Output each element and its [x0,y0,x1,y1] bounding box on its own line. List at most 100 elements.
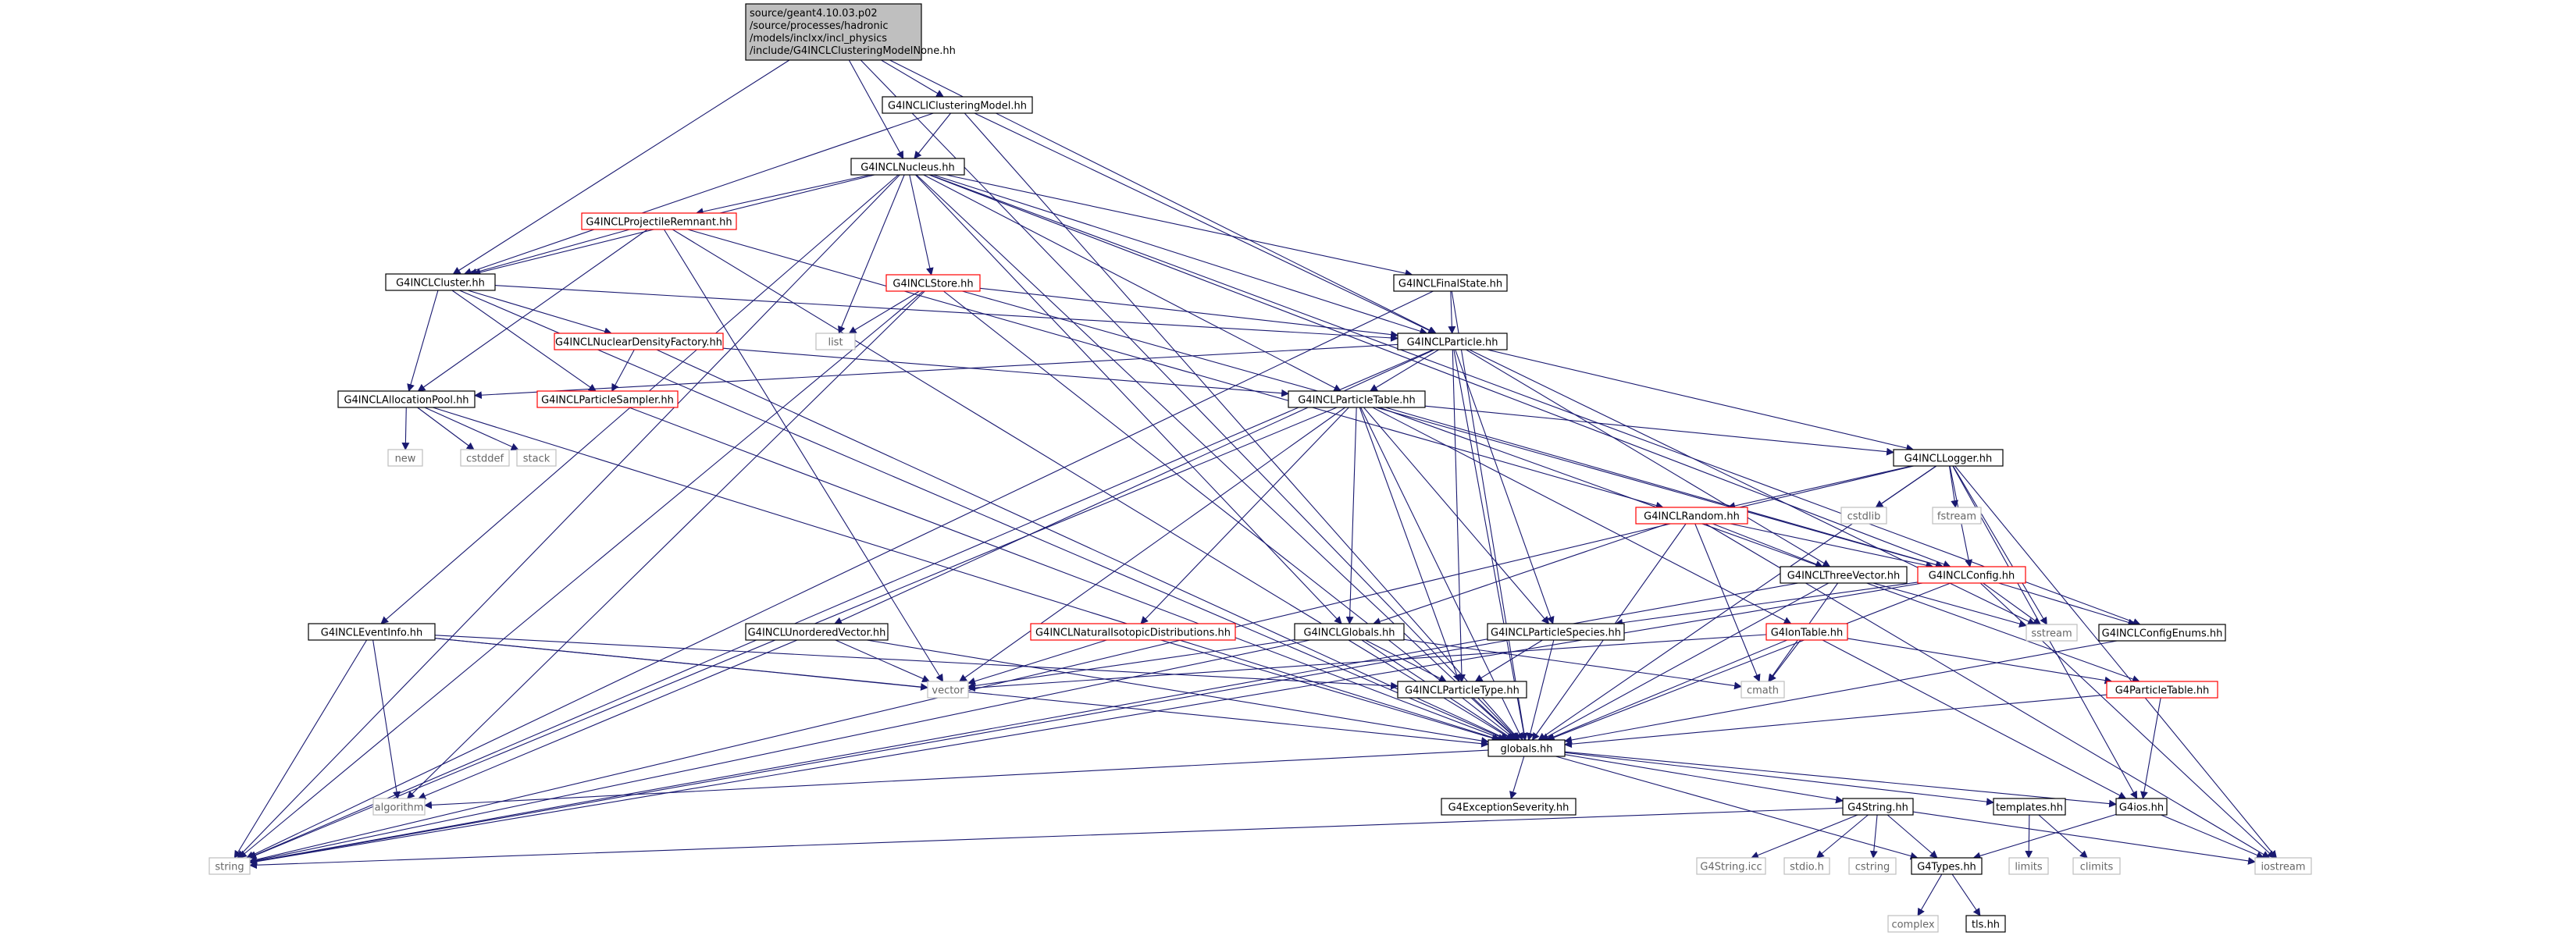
node-box [1917,566,2026,584]
node-box [927,681,969,699]
edge-nucleus-to-particle [933,174,1428,335]
edge-particleTable-to-naturalIsotopic [1140,407,1349,624]
node-particleTable[interactable]: G4INCLParticleTable.hh [1288,390,1426,408]
node-label: cmath [1747,685,1779,697]
node-label: G4INCLConfigEnums.hh [2102,628,2223,640]
node-label: G4INCLParticleType.hh [1405,685,1520,697]
edge-globals-to-templates [1564,752,1994,806]
edge-logger-to-fstream [1949,465,1959,508]
edge-cluster-to-particle [494,285,1398,342]
node-label: G4INCLFinalState.hh [1398,279,1502,290]
node-threeVector[interactable]: G4INCLThreeVector.hh [1780,566,1908,584]
node-box [2254,857,2312,875]
node-label: G4INCLRandom.hh [1644,511,1740,523]
node-label: vector [932,685,964,697]
node-sstream: sstream [2026,624,2078,642]
node-box [1842,798,1914,816]
edge-cluster-to-particleSampler [451,290,597,392]
node-clusteringModel[interactable]: G4INCLIClusteringModel.hh [882,96,1033,114]
node-g4ios[interactable]: G4ios.hh [2115,798,2168,816]
node-box [1887,915,1939,933]
node-box [1840,507,1887,525]
node-config[interactable]: G4INCLConfig.hh [1917,566,2026,584]
node-label-line: /include/G4INCLClusteringModelNone.hh [750,45,956,57]
edge-threeVector-to-globals [1541,582,1830,741]
node-box [1397,333,1508,350]
node-label: G4INCLEventInfo.hh [321,628,422,639]
edge-config-to-particleSpecies [1615,582,1919,627]
node-box [2106,681,2218,699]
node-unorderedVector[interactable]: G4INCLUnorderedVector.hh [745,623,889,641]
edge-particleTable-to-g4ParticleTable [1379,407,2140,683]
node-ionTable[interactable]: G4IonTable.hh [1765,623,1848,641]
edge-threeVector-to-sstream [1872,582,2027,628]
node-tls[interactable]: tls.hh [1965,915,2006,933]
node-logger[interactable]: G4INCLLogger.hh [1893,449,2004,467]
node-cluster[interactable]: G4INCLCluster.hh [385,273,496,291]
node-label: G4INCLUnorderedVector.hh [748,628,886,639]
node-g4ParticleTable[interactable]: G4ParticleTable.hh [2106,681,2218,699]
edge-ionTable-to-g4ParticleTable [1847,638,2113,685]
edge-g4Types-to-complex [1917,873,1943,916]
edge-cluster-to-allocationPool [407,290,439,392]
edge-logger-to-random [1727,465,1912,510]
node-label: G4ios.hh [2119,802,2164,814]
edge-logger-to-iostream [1954,465,2278,859]
node-root[interactable]: source/geant4.10.03.p02/source/processes… [745,3,956,61]
node-label: G4ExceptionSeverity.hh [1448,802,1569,814]
node-label: stdio.h [1790,862,1824,873]
node-label-line: /source/processes/hadronic [750,20,889,32]
edge-particleType-to-globals [1470,697,1519,741]
node-finalState[interactable]: G4INCLFinalState.hh [1393,274,1508,292]
node-label: cstdlib [1847,511,1881,523]
edge-store-to-algorithm [406,290,925,799]
node-box [1294,623,1405,641]
node-label: cstddef [466,453,504,465]
node-box [372,798,426,816]
node-label: G4INCLThreeVector.hh [1787,571,1901,582]
node-g4String[interactable]: G4String.hh [1842,798,1914,816]
node-label: stack [523,453,550,465]
node-naturalIsotopic[interactable]: G4INCLNaturalIsotopicDistributions.hh [1030,623,1236,641]
node-projRemnant[interactable]: G4INCLProjectileRemnant.hh [581,212,737,230]
edge-g4String-to-cstring [1869,814,1878,859]
node-particleType[interactable]: G4INCLParticleType.hh [1397,681,1527,699]
node-particle[interactable]: G4INCLParticle.hh [1397,333,1508,350]
edge-cluster-to-globals [459,290,1509,742]
edge-inclGlobals-to-cmath [1403,638,1742,690]
node-box [1488,739,1566,757]
node-particleSampler[interactable]: G4INCLParticleSampler.hh [536,390,679,408]
edge-root-to-nucleus [848,59,904,159]
edge-particle-to-particleType [1452,349,1466,682]
edge-globals-to-g4String [1564,754,1844,804]
node-allocationPool[interactable]: G4INCLAllocationPool.hh [337,390,476,408]
edge-particleTable-to-config [1385,407,1944,569]
edge-globals-to-g4Types [1555,756,1919,860]
node-nucleus[interactable]: G4INCLNucleus.hh [850,158,965,176]
node-box [516,449,557,467]
edge-ionTable-to-vector [967,634,1767,692]
node-eventInfo[interactable]: G4INCLEventInfo.hh [308,623,436,641]
node-particleSpecies[interactable]: G4INCLParticleSpecies.hh [1487,623,1625,641]
edge-g4ios-to-iostream [2161,814,2264,859]
node-box [1893,449,2004,467]
node-nuclearDensityFactory[interactable]: G4INCLNuclearDensityFactory.hh [554,333,724,350]
node-box [1993,798,2066,816]
node-iostream: iostream [2254,857,2312,875]
edge-clusteringModel-to-globals [964,112,1520,741]
node-store[interactable]: G4INCLStore.hh [885,274,981,292]
node-templates[interactable]: templates.hh [1993,798,2066,816]
node-random[interactable]: G4INCLRandom.hh [1635,507,1748,525]
edge-nucleus-to-config [928,174,1951,568]
edge-particleSampler-to-globals [629,407,1506,742]
node-g4Types[interactable]: G4Types.hh [1911,857,1983,875]
edge-eventInfo-to-string [233,639,368,859]
node-inclGlobals[interactable]: G4INCLGlobals.hh [1294,623,1405,641]
node-box [460,449,510,467]
node-box [2115,798,2168,816]
node-box [745,623,889,641]
node-exceptionSeverity[interactable]: G4ExceptionSeverity.hh [1441,798,1577,816]
node-globals[interactable]: globals.hh [1488,739,1566,757]
edge-particleSpecies-to-string [249,639,1510,866]
node-configEnums[interactable]: G4INCLConfigEnums.hh [2098,624,2226,642]
